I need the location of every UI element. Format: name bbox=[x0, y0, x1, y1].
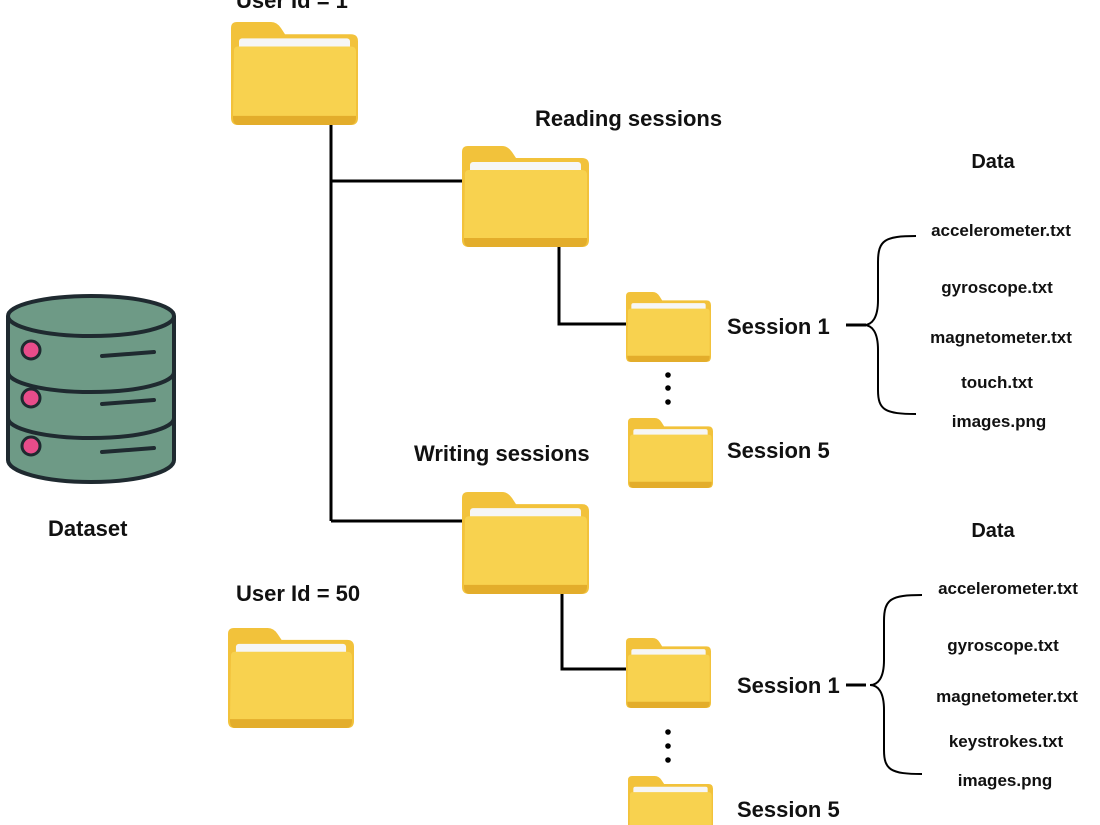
user-last-label: User Id = 50 bbox=[236, 581, 361, 606]
writing-session-line bbox=[560, 594, 626, 671]
reading-sessions-title: Reading sessions bbox=[535, 106, 723, 131]
writing-ellipsis-dot bbox=[665, 757, 671, 763]
reading-session5-folder-icon bbox=[628, 418, 713, 488]
reading-session-first: Session 1 bbox=[727, 314, 830, 339]
reading-file-item: gyroscope.txt bbox=[941, 278, 1053, 297]
reading-session1-folder-icon bbox=[626, 292, 711, 362]
dataset-label: Dataset bbox=[48, 516, 128, 541]
writing-file-item: keystrokes.txt bbox=[948, 732, 1064, 751]
writing-folder-icon bbox=[462, 492, 589, 594]
writing-ellipsis-dot bbox=[665, 729, 671, 735]
database-icon bbox=[6, 294, 176, 484]
reading-ellipsis-dot bbox=[665, 385, 671, 391]
reading-session-last: Session 5 bbox=[727, 438, 830, 463]
user-first-label: User Id = 1 bbox=[236, 0, 348, 13]
writing-file-item: images.png bbox=[957, 771, 1053, 790]
writing-session1-folder-icon bbox=[626, 638, 711, 708]
writing-files-brace bbox=[869, 594, 923, 775]
reading-files-brace bbox=[863, 235, 917, 415]
reading-data-title: Data bbox=[971, 151, 1015, 173]
writing-data-title: Data bbox=[971, 520, 1015, 542]
writing-sessions-title: Writing sessions bbox=[414, 441, 590, 466]
database-indicator-dot bbox=[20, 435, 42, 457]
reading-folder-icon bbox=[462, 146, 589, 247]
reading-file-item: touch.txt bbox=[961, 373, 1033, 392]
writing-session5-folder-icon bbox=[628, 776, 713, 825]
writing-file-item: magnetometer.txt bbox=[936, 687, 1078, 706]
writing-file-item: gyroscope.txt bbox=[947, 636, 1059, 655]
writing-ellipsis-dot bbox=[665, 743, 671, 749]
reading-file-item: images.png bbox=[951, 412, 1047, 431]
writing-session-last: Session 5 bbox=[737, 797, 840, 822]
writing-file-item: accelerometer.txt bbox=[938, 579, 1078, 598]
writing-session-first: Session 1 bbox=[737, 673, 840, 698]
reading-session-line bbox=[557, 247, 626, 326]
user-first-folder-icon bbox=[231, 22, 358, 125]
database-indicator-dot bbox=[20, 339, 42, 361]
reading-ellipsis-dot bbox=[665, 399, 671, 405]
reading-ellipsis-dot bbox=[665, 372, 671, 378]
user-last-folder-icon bbox=[228, 628, 354, 728]
database-indicator-dot bbox=[20, 387, 42, 409]
reading-file-item: accelerometer.txt bbox=[931, 221, 1071, 240]
reading-file-item: magnetometer.txt bbox=[930, 328, 1072, 347]
